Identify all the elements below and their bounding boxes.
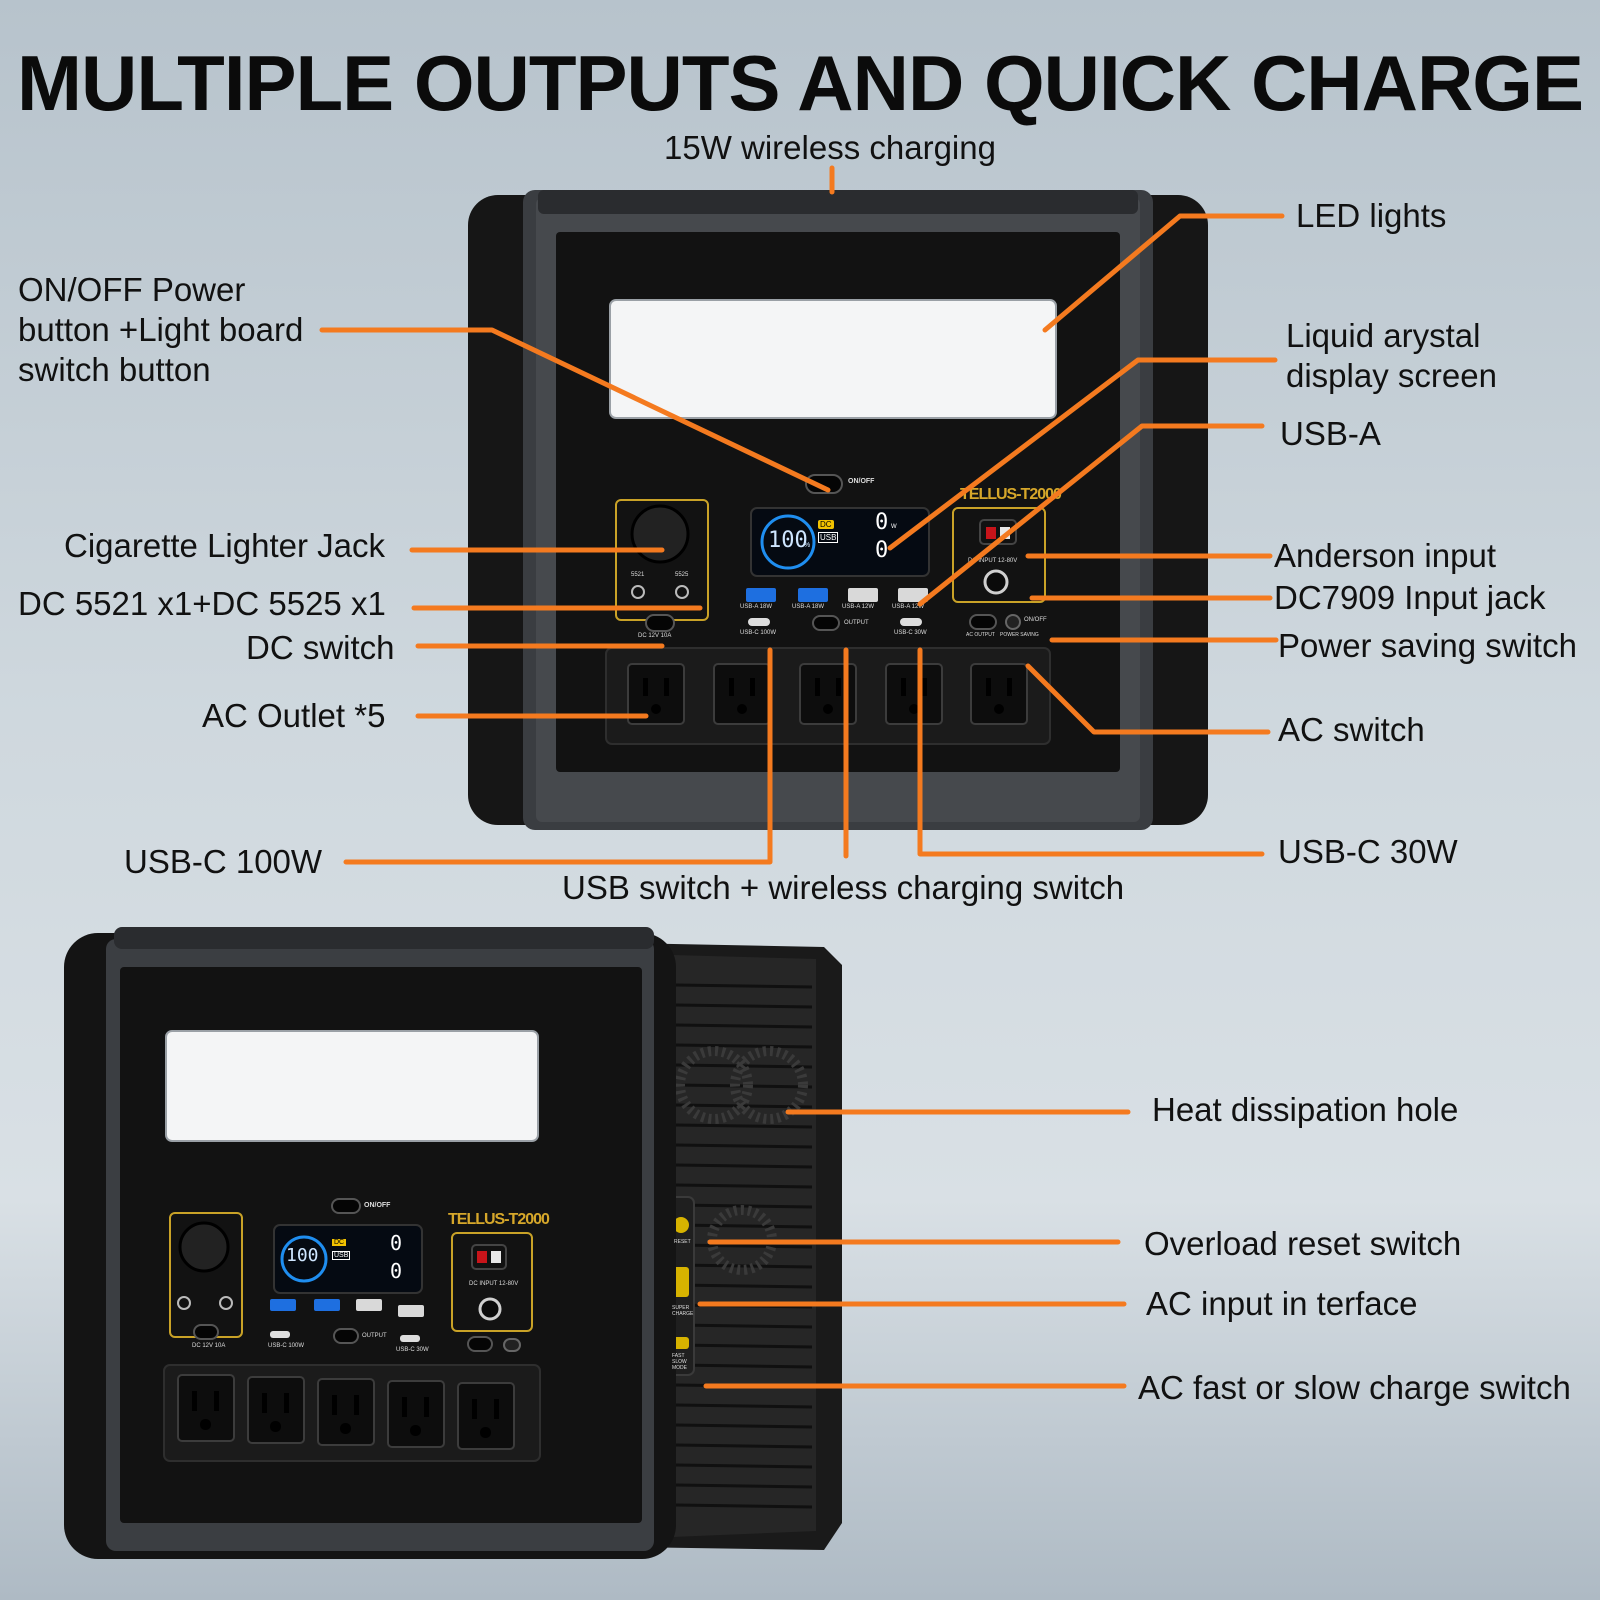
callout-usb-a: USB-A (1280, 415, 1381, 452)
callout-power-button-line3: switch button (18, 351, 211, 388)
fast-slow-label: FAST SLOW MODE (672, 1353, 687, 1371)
callout-led: LED lights (1296, 197, 1447, 234)
onoff-label: ON/OFF (848, 478, 875, 485)
dc-input-label-2: DC INPUT 12-80V (469, 1281, 519, 1287)
lcd-dc-badge-2: DC (332, 1239, 347, 1246)
lcd-watt-unit: W (891, 524, 897, 530)
lcd-input-value-2: 0 (390, 1231, 403, 1255)
lcd-dc-badge: DC (818, 520, 834, 529)
front-view-device: ON/OFF TELLUS-T2000 100 % DC USB 0 0 W 5… (468, 190, 1208, 850)
callout-power-button-line2: button +Light board (18, 311, 304, 348)
callout-cig-lighter: Cigarette Lighter Jack (64, 527, 385, 564)
usb-a-label-4: USB-A 12W (892, 604, 925, 610)
brand-label: TELLUS-T2000 (960, 486, 1062, 503)
callout-ac-input: AC input in terface (1146, 1285, 1418, 1322)
callout-ac-switch: AC switch (1278, 711, 1425, 748)
callout-ac-outlet: AC Outlet *5 (202, 697, 386, 734)
callout-lcd: Liquid arystal display screen (1286, 316, 1586, 396)
callout-lcd-line2: display screen (1286, 357, 1497, 394)
power-saving-label: POWER SAVING (1000, 632, 1039, 638)
callout-ac-fast: AC fast or slow charge switch (1138, 1369, 1571, 1406)
port-5525-label: 5525 (675, 572, 689, 578)
callout-usbc30: USB-C 30W (1278, 833, 1458, 870)
lcd-output-value: 0 (875, 538, 889, 563)
usb-a-label-1: USB-A 18W (740, 604, 773, 610)
lcd-usb-badge: USB (818, 532, 839, 543)
angled-view-device: TELLUS-T2000 ON/OFF 100 DC USB 0 0 DC IN… (64, 925, 844, 1565)
callout-usb-switch: USB switch + wireless charging switch (562, 869, 1125, 906)
output-label: OUTPUT (844, 620, 869, 626)
lcd-percent-unit: % (804, 542, 811, 549)
callout-power-saving: Power saving switch (1278, 627, 1577, 664)
callout-dc5521: DC 5521 x1+DC 5525 x1 (18, 585, 386, 622)
callout-dc7909: DC7909 Input jack (1274, 579, 1546, 616)
super-charge-label: SUPER CHARGE (672, 1305, 694, 1317)
usb-c-100-label: USB-C 100W (740, 630, 777, 636)
callout-wireless: 15W wireless charging (664, 129, 996, 166)
callout-heat: Heat dissipation hole (1152, 1091, 1459, 1128)
port-5521-label: 5521 (631, 572, 645, 578)
callout-lcd-line1: Liquid arystal (1286, 317, 1481, 354)
lcd-usb-badge-2: USB (332, 1251, 351, 1260)
callout-overload: Overload reset switch (1144, 1225, 1462, 1262)
ac-output-label: AC OUTPUT (966, 632, 995, 638)
usb-a-label-3: USB-A 12W (842, 604, 875, 610)
reset-label: RESET (674, 1239, 691, 1245)
lcd-percent-2: 100 (286, 1245, 319, 1266)
brand-label-2: TELLUS-T2000 (448, 1211, 550, 1228)
callout-power-button: ON/OFF Power button +Light board switch … (18, 270, 328, 390)
dc-switch-label: DC 12V 10A (638, 633, 672, 639)
onoff2-label: ON/OFF (1024, 617, 1047, 623)
callout-power-button-line1: ON/OFF Power (18, 271, 246, 308)
lcd-output-value-2: 0 (390, 1259, 403, 1283)
usb-c-30-label: USB-C 30W (894, 630, 927, 636)
usb-c-30-label-2: USB-C 30W (396, 1347, 429, 1353)
output-label-2: OUTPUT (362, 1333, 387, 1339)
dc-input-label: DC INPUT 12-80V (968, 558, 1018, 564)
onoff-label-2: ON/OFF (364, 1202, 391, 1209)
callout-dc-switch: DC switch (246, 629, 395, 666)
page-title: MULTIPLE OUTPUTS AND QUICK CHARGE (17, 39, 1584, 127)
lcd-input-value: 0 (875, 510, 889, 535)
usb-c-100-label-2: USB-C 100W (268, 1343, 305, 1349)
lcd-percent: 100 (768, 528, 808, 553)
callout-anderson: Anderson input (1274, 537, 1496, 574)
callout-usbc100: USB-C 100W (124, 843, 323, 880)
dc-switch-label-2: DC 12V 10A (192, 1343, 226, 1349)
usb-a-label-2: USB-A 18W (792, 604, 825, 610)
